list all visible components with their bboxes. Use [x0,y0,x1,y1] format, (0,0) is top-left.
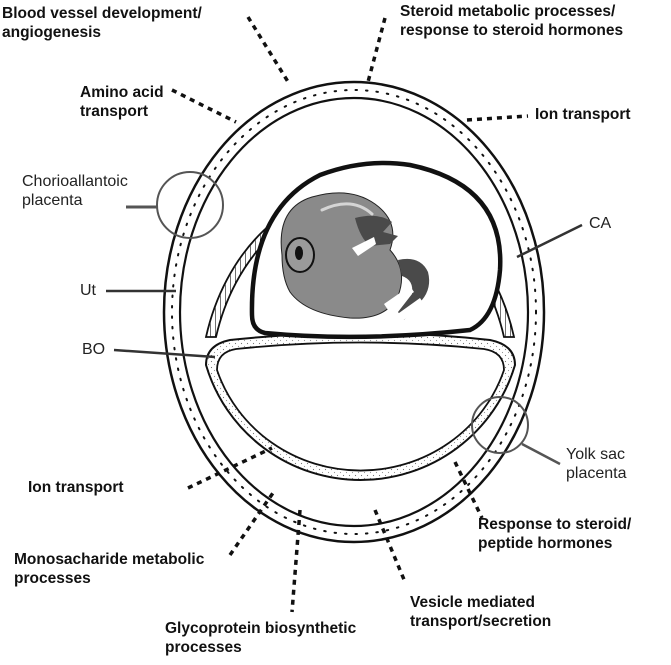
label-blood-vessel-development: Blood vessel development/ angiogenesis [2,5,202,41]
embryo [280,192,430,326]
label-ut: Ut [80,282,96,299]
label-response-steroid-peptide: Response to steroid/ peptide hormones [478,516,632,552]
label-steroid-metabolic-processes: Steroid metabolic processes/ response to… [400,3,624,39]
label-ion-transport-top: Ion transport [535,106,631,123]
chorioallantoic-placenta-circle [156,171,224,239]
yolk-sac-placenta-circle [471,396,529,454]
label-amino-acid-transport: Amino acid transport [80,84,164,120]
label-glycoprotein-biosynthetic: Glycoprotein biosynthetic processes [165,620,357,656]
label-chorioallantoic-placenta: Chorioallantoic placenta [22,173,128,209]
label-yolk-sac-placenta: Yolk sac placenta [566,446,627,482]
label-monosacharide-metabolic: Monosacharide metabolic processes [14,551,205,587]
label-ca: CA [589,215,612,232]
label-connectors [106,205,583,466]
yolk-sac [204,332,517,481]
label-bo: BO [82,341,106,358]
label-ion-transport-bottom: Ion transport [28,479,124,496]
label-vesicle-mediated-transport: Vesicle mediated transport/secretion [410,594,552,630]
dashed-pointers [171,16,529,613]
